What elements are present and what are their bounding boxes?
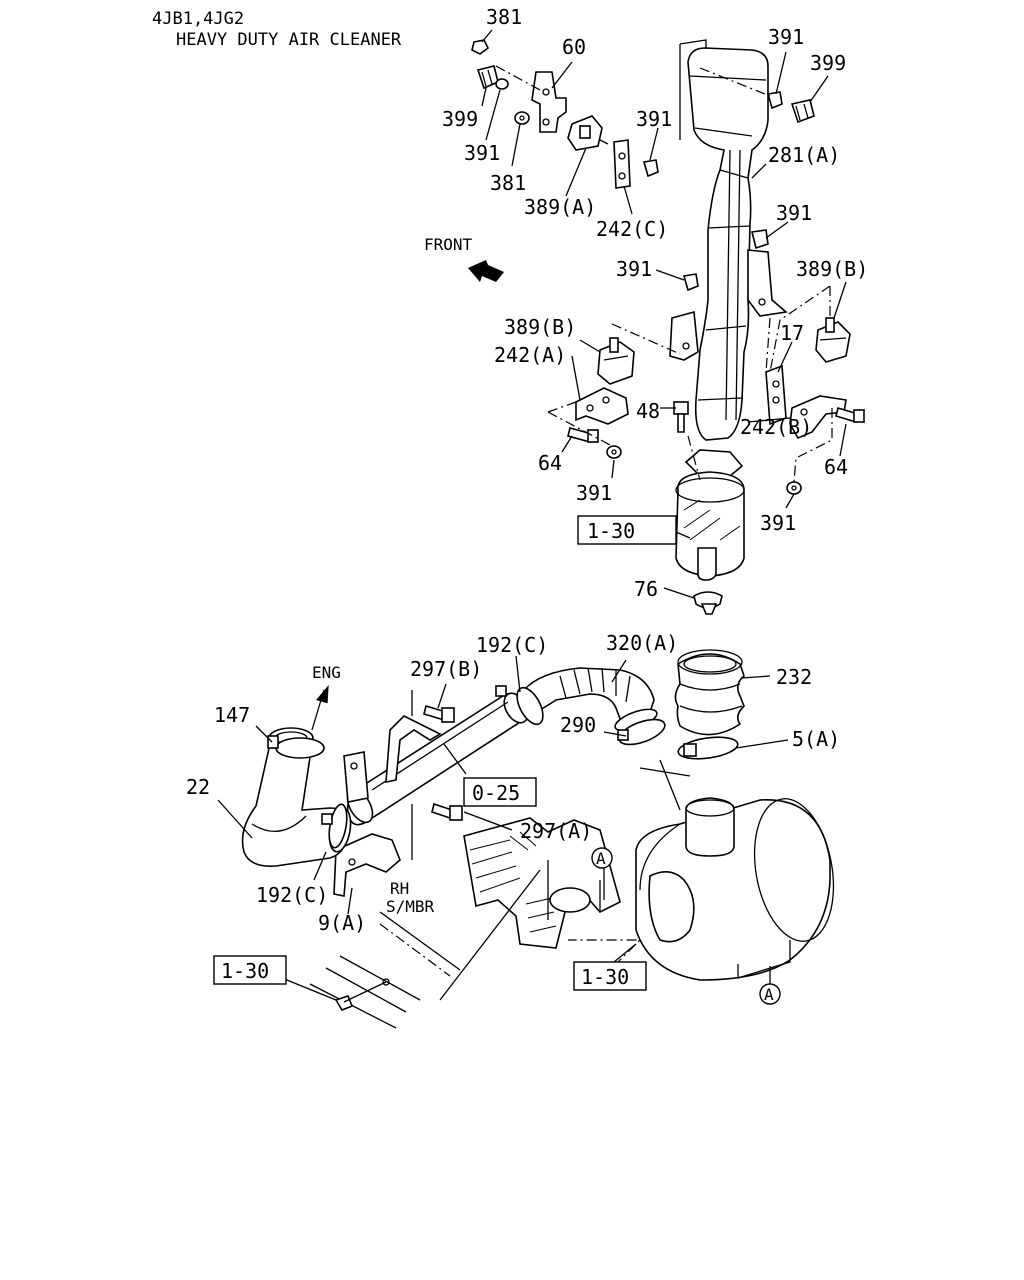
nut-391-center2: [682, 273, 699, 292]
label-281a: 281(A): [768, 143, 840, 167]
label-76: 76: [634, 577, 658, 601]
rubber-mount-389a: [567, 115, 609, 151]
circle-marker-a-1-label: A: [596, 849, 606, 868]
frame-bolt: [334, 978, 390, 1011]
pipe-bracket-upper: [385, 690, 442, 860]
air-cleaner-body: [635, 797, 835, 981]
front-arrow: FRONT: [424, 235, 504, 282]
ref-1-30-upper: 1-30: [587, 519, 635, 543]
label-297b: 297(B): [410, 657, 482, 681]
bolt-297a: [431, 802, 463, 821]
nut-391-bottom-right: [786, 481, 802, 495]
nut-381-top: [471, 39, 490, 55]
clamp-147: [267, 735, 325, 759]
ref-box-0-25: 0-25: [463, 777, 537, 807]
label-381-top: 381: [486, 5, 522, 29]
label-48: 48: [636, 399, 660, 423]
nut-391-right2: [751, 229, 769, 250]
side-member-label: S/MBR: [386, 897, 435, 916]
bellows-232: [674, 649, 745, 736]
leader-lines-upper: [481, 29, 847, 599]
label-391-top: 391: [768, 25, 804, 49]
ref-box-1-30-lower-right: 1-30: [573, 961, 647, 991]
ref-box-1-30-upper: 1-30: [577, 515, 677, 545]
bolt-48: [673, 401, 689, 433]
rubber-mount-389b-right: [815, 317, 851, 363]
pre-cleaner: [675, 449, 745, 581]
eng-label: ENG: [312, 663, 341, 682]
circle-marker-a-2: A: [759, 983, 781, 1005]
label-391-right2: 391: [776, 201, 812, 225]
label-391-bottom-left: 391: [576, 481, 612, 505]
clamp-192c-bottom: [321, 803, 348, 849]
ref-box-1-30-lower-left: 1-30: [213, 955, 287, 985]
bracket-242c: [613, 139, 631, 189]
label-391-center2: 391: [616, 257, 652, 281]
ref-1-30-lower-left: 1-30: [221, 959, 269, 983]
label-60: 60: [562, 35, 586, 59]
bracket-60: [531, 71, 567, 133]
bolt-64-left: [567, 427, 599, 443]
label-297a: 297(A): [520, 819, 592, 843]
label-64-left: 64: [538, 451, 562, 475]
leader-lines-lower: [217, 655, 789, 1001]
label-232: 232: [776, 665, 812, 689]
label-320a: 320(A): [606, 631, 678, 655]
label-399-left: 399: [442, 107, 478, 131]
label-64-right: 64: [824, 455, 848, 479]
circle-marker-a-2-label: A: [764, 985, 774, 1004]
rh-label: RH: [390, 879, 409, 898]
ref-1-30-lower-right: 1-30: [581, 965, 629, 989]
snorkel-duct-281a: [679, 39, 769, 441]
label-242b: 242(B): [740, 415, 812, 439]
label-391-mid: 391: [636, 107, 672, 131]
washer-391-left: [495, 78, 509, 90]
nut-391-top: [766, 91, 783, 110]
label-389b-right: 389(B): [796, 257, 868, 281]
eng-arrow: ENG: [311, 663, 341, 731]
label-5a: 5(A): [792, 727, 840, 751]
front-label: FRONT: [424, 235, 473, 254]
label-391-bottom-right: 391: [760, 511, 796, 535]
bracket-242a: [575, 387, 629, 425]
cap-399-left: [476, 65, 499, 90]
label-192c-top: 192(C): [476, 633, 548, 657]
nut-391-bottom-left: [606, 445, 622, 459]
cap-399-right: [790, 99, 815, 124]
label-391-left: 391: [464, 141, 500, 165]
label-290: 290: [560, 713, 596, 737]
drain-valve-76: [693, 591, 723, 615]
label-399-right: 399: [810, 51, 846, 75]
bracket-242b: [789, 395, 847, 440]
pipe-flange-bracket: [343, 751, 369, 803]
label-381-low: 381: [490, 171, 526, 195]
clamp-5a: [677, 736, 739, 760]
label-22: 22: [186, 775, 210, 799]
ref-0-25: 0-25: [472, 781, 520, 805]
label-17: 17: [780, 321, 804, 345]
circle-marker-a-1: A: [591, 847, 613, 869]
nut-391-mid: [642, 159, 659, 178]
washer-381-low: [514, 111, 530, 125]
label-147: 147: [214, 703, 250, 727]
header-model: 4JB1,4JG2: [152, 9, 244, 29]
label-389a: 389(A): [524, 195, 596, 219]
header-title: HEAVY DUTY AIR CLEANER: [176, 30, 402, 50]
label-242a: 242(A): [494, 343, 566, 367]
label-242c: 242(C): [596, 217, 668, 241]
pipe-bracket-9a: [333, 833, 401, 897]
mounting-bracket: [463, 817, 621, 949]
label-389b-left: 389(B): [504, 315, 576, 339]
clamp-192c-top: [495, 685, 544, 726]
side-member-lines: [309, 869, 642, 1029]
bolt-64-right: [835, 406, 865, 424]
rubber-mount-389b-left: [597, 337, 635, 385]
label-192c-bottom: 192(C): [256, 883, 328, 907]
duct-bracket-right: [747, 249, 788, 317]
label-9a: 9(A): [318, 911, 366, 935]
bolt-297b: [423, 704, 455, 723]
duct-bracket-left: [669, 310, 699, 361]
